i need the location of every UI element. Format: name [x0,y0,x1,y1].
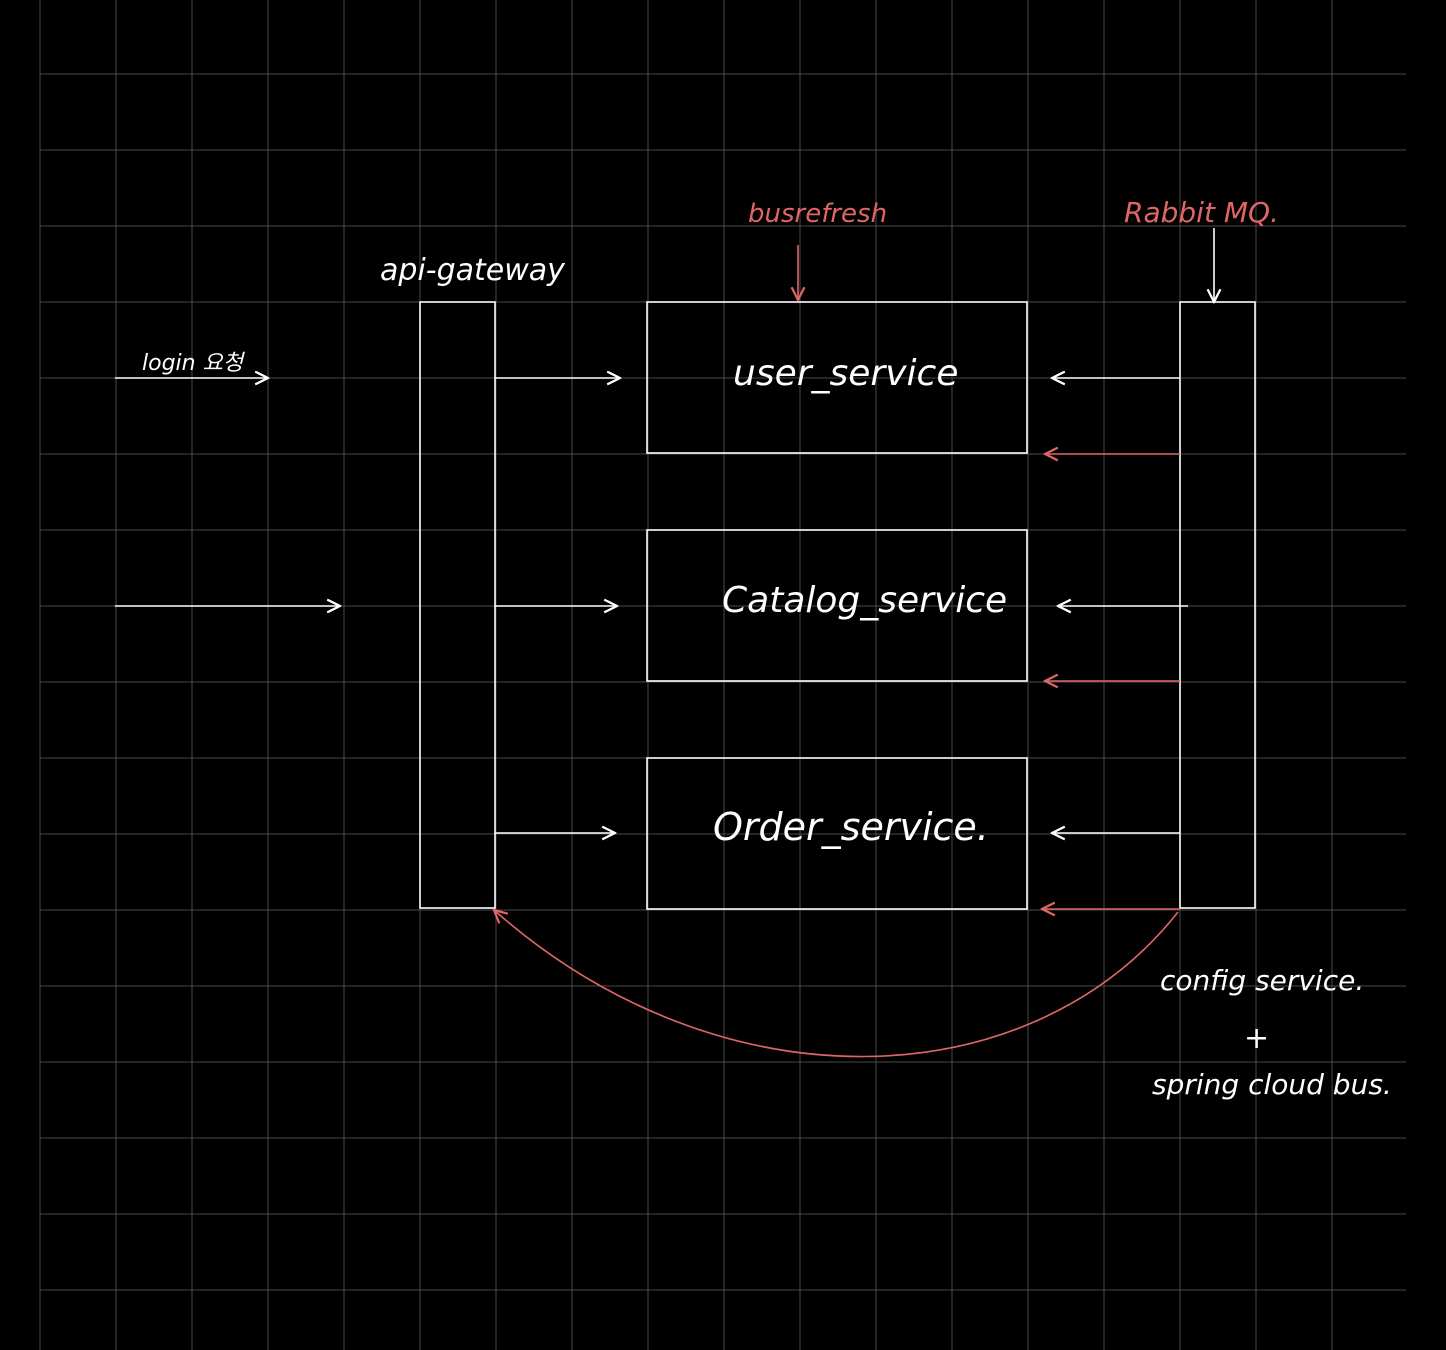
spring-cloud-bus-label: spring cloud bus. [1152,1068,1392,1101]
user-service-box [646,301,1028,454]
user-service-label: user_service [733,353,958,394]
bus-refresh-gateway-curve [494,910,1179,1058]
config-plus-label: + [1244,1021,1269,1056]
login-request-label: login 요청 [142,351,246,376]
catalog-service-label: Catalog_service [722,580,1007,621]
bus-refresh-label: busrefresh [748,199,887,229]
api-gateway-label: api-gateway [380,253,566,288]
catalog-service-box [646,529,1028,682]
order-service-label: Order_service. [713,805,989,849]
config-service-label: config service. [1160,964,1364,997]
api-gateway-box [419,301,496,909]
order-service-box [646,757,1028,910]
rabbit-mq-label: Rabbit MQ. [1124,196,1279,229]
